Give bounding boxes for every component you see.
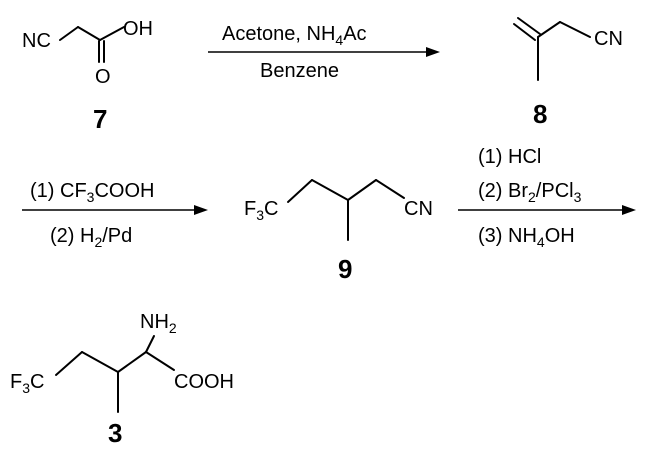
reaction-arrow-3: (1) HCl (2) Br2/PCl3 (3) NH4OH [458, 146, 636, 250]
reaction-arrow-1: Acetone, NH4Ac Benzene [208, 23, 440, 82]
bond [537, 21, 561, 38]
bond [145, 351, 175, 371]
compound-number-3: 3 [108, 418, 122, 448]
cyano-label: CN [594, 28, 623, 50]
cyano-label: NC [22, 30, 51, 52]
reaction-arrow-2: (1) CF3COOH (2) H2/Pd [22, 180, 208, 250]
hydroxyl-label: OH [123, 18, 153, 40]
arrow-head [426, 47, 440, 57]
bond [375, 179, 405, 199]
reaction-1-conditions-below: Benzene [260, 60, 339, 82]
amino-bond [145, 335, 155, 353]
bond [347, 179, 377, 201]
arrow-head [622, 205, 636, 215]
bond [287, 179, 313, 203]
compound-7: NC OH O 7 [22, 18, 153, 134]
trifluoromethyl-label: F3C [244, 198, 278, 223]
reaction-2-conditions-above: (1) CF3COOH [30, 180, 154, 205]
bond [59, 26, 79, 41]
bond [77, 26, 101, 41]
double-bond [513, 23, 536, 41]
compound-number-7: 7 [93, 104, 107, 134]
oxygen-label: O [95, 66, 111, 88]
compound-number-9: 9 [338, 254, 352, 284]
arrow-head [194, 205, 208, 215]
bond [55, 351, 83, 376]
reaction-1-conditions-above: Acetone, NH4Ac [222, 23, 367, 48]
carboxyl-label: COOH [174, 371, 234, 393]
reaction-3-step-3: (3) NH4OH [478, 225, 575, 250]
double-bond [517, 17, 541, 35]
reaction-3-step-1: (1) HCl [478, 146, 541, 168]
cyano-label: CN [404, 198, 433, 220]
bond [559, 21, 591, 38]
bond [117, 351, 147, 373]
reaction-2-conditions-below: (2) H2/Pd [50, 225, 132, 250]
bond [81, 351, 119, 373]
bond [311, 179, 349, 201]
reaction-3-step-2: (2) Br2/PCl3 [478, 180, 582, 205]
compound-3: NH2 F3C COOH 3 [10, 311, 234, 448]
amino-label: NH2 [140, 311, 177, 336]
compound-8: CN 8 [513, 17, 623, 129]
compound-9: F3C CN 9 [244, 179, 433, 284]
bond [99, 26, 125, 41]
compound-number-8: 8 [533, 99, 547, 129]
trifluoromethyl-label: F3C [10, 371, 44, 396]
